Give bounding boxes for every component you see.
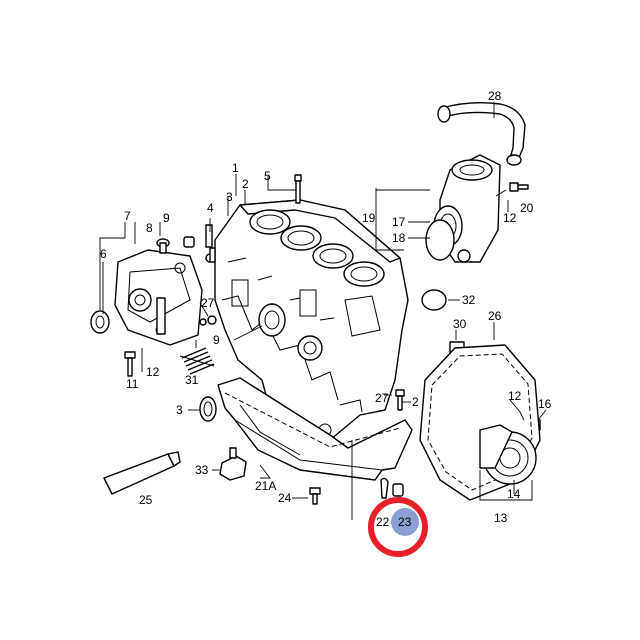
oil-pump-housing xyxy=(90,224,217,346)
callout-13: 13 xyxy=(494,511,508,525)
callout-22: 22 xyxy=(376,515,390,529)
callout-5: 5 xyxy=(264,169,271,183)
callout-31: 31 xyxy=(185,373,199,387)
callout-3: 3 xyxy=(176,403,183,417)
callout-12: 12 xyxy=(503,211,517,225)
callout-19: 19 xyxy=(362,211,376,225)
callout-9: 9 xyxy=(213,333,220,347)
engine-block xyxy=(214,199,409,441)
callout-12: 12 xyxy=(508,389,522,403)
pin-4 xyxy=(209,247,216,263)
callout-2: 2 xyxy=(412,395,419,409)
callout-23: 23 xyxy=(398,515,412,529)
vent-hose xyxy=(437,101,526,166)
callout-27: 27 xyxy=(201,296,215,310)
callout-32: 32 xyxy=(462,293,476,307)
drain-plug-22 xyxy=(380,477,389,499)
callout-labels: 1 2 3 5 4 7 9 8 6 27 9 11 12 31 3 27 2 3… xyxy=(100,89,552,529)
leader-lines xyxy=(99,102,547,520)
highlight-ring xyxy=(368,497,428,557)
callout-20: 20 xyxy=(520,201,534,215)
o-ring-3 xyxy=(199,396,217,422)
callout-12: 12 xyxy=(146,365,160,379)
callout-25: 25 xyxy=(139,493,153,507)
callout-21a: 21A xyxy=(255,479,276,493)
callout-24: 24 xyxy=(278,491,292,505)
crankcase-vent xyxy=(425,154,501,263)
oil-pan xyxy=(217,377,413,481)
callout-33: 33 xyxy=(195,463,209,477)
bolt-11 xyxy=(124,351,136,377)
callout-7: 7 xyxy=(124,209,131,223)
rear-cover xyxy=(419,344,541,501)
callout-16: 16 xyxy=(538,397,552,411)
callout-11: 11 xyxy=(126,377,139,391)
pressure-spring xyxy=(179,347,215,375)
callout-3: 3 xyxy=(226,190,233,204)
bolt-20 xyxy=(509,182,529,192)
callout-1: 1 xyxy=(232,161,239,175)
oil-sender xyxy=(219,447,247,481)
callout-27: 27 xyxy=(375,391,389,405)
callout-17: 17 xyxy=(392,215,406,229)
callout-6: 6 xyxy=(100,247,107,261)
cap-32 xyxy=(421,289,447,311)
callout-18: 18 xyxy=(392,231,406,245)
callout-2: 2 xyxy=(242,177,249,191)
highlight-dot xyxy=(391,508,419,536)
crank-seal xyxy=(233,303,286,341)
sealant-tube xyxy=(103,451,181,495)
bolt-24 xyxy=(309,487,321,505)
callout-4: 4 xyxy=(207,201,214,215)
callout-9: 9 xyxy=(163,211,170,225)
part-23-highlight[interactable]: 23 xyxy=(368,497,428,557)
bolt-5 xyxy=(294,174,302,204)
callout-14: 14 xyxy=(507,487,521,501)
callout-8: 8 xyxy=(146,221,153,235)
callout-26: 26 xyxy=(488,309,502,323)
seal-23 xyxy=(392,483,404,497)
callout-30: 30 xyxy=(453,317,467,331)
callout-28: 28 xyxy=(488,89,502,103)
bolt-2 xyxy=(395,389,405,411)
